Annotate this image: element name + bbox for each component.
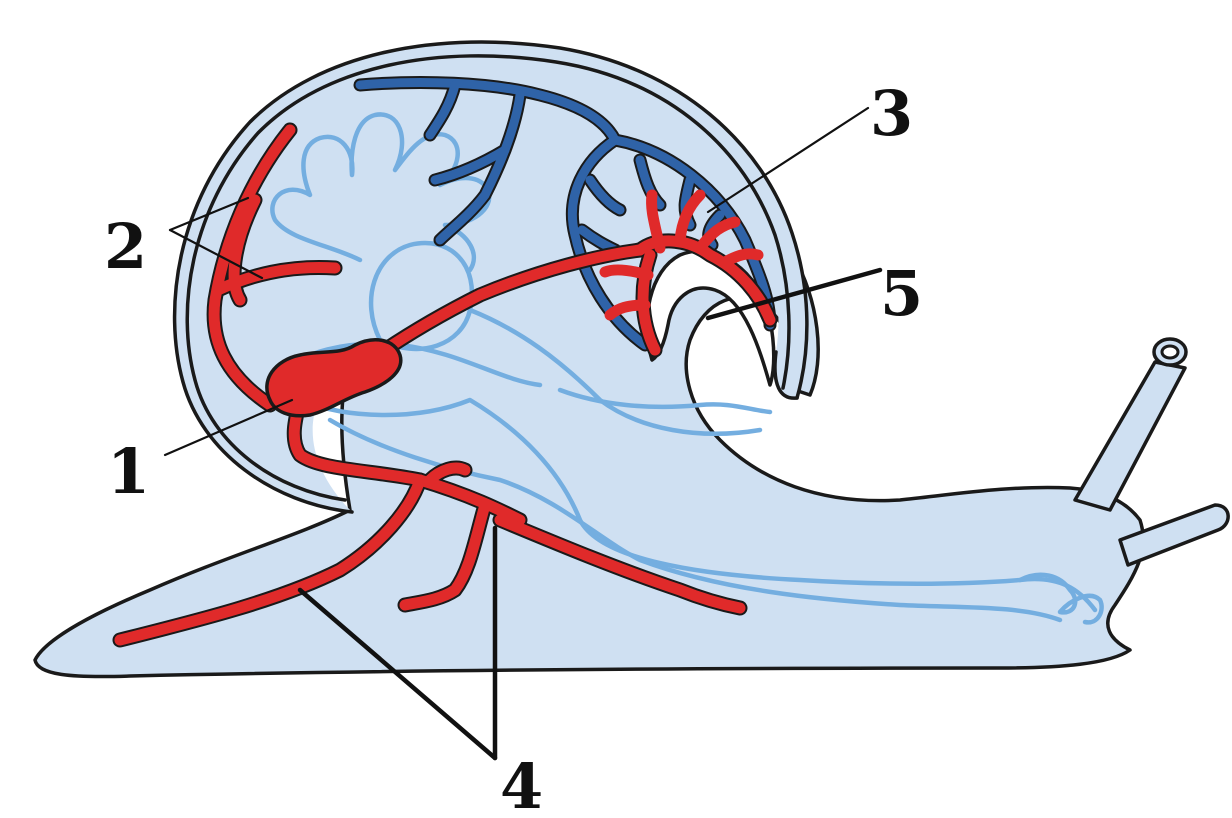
- label-4: 4: [500, 750, 543, 818]
- upper-tentacle: [1075, 362, 1185, 510]
- label-2: 2: [104, 210, 147, 283]
- label-5: 5: [880, 257, 923, 330]
- lung-capillary-e: [605, 270, 648, 275]
- label-3: 3: [870, 77, 913, 150]
- eye-spot: [1162, 346, 1178, 358]
- label-1: 1: [107, 435, 150, 508]
